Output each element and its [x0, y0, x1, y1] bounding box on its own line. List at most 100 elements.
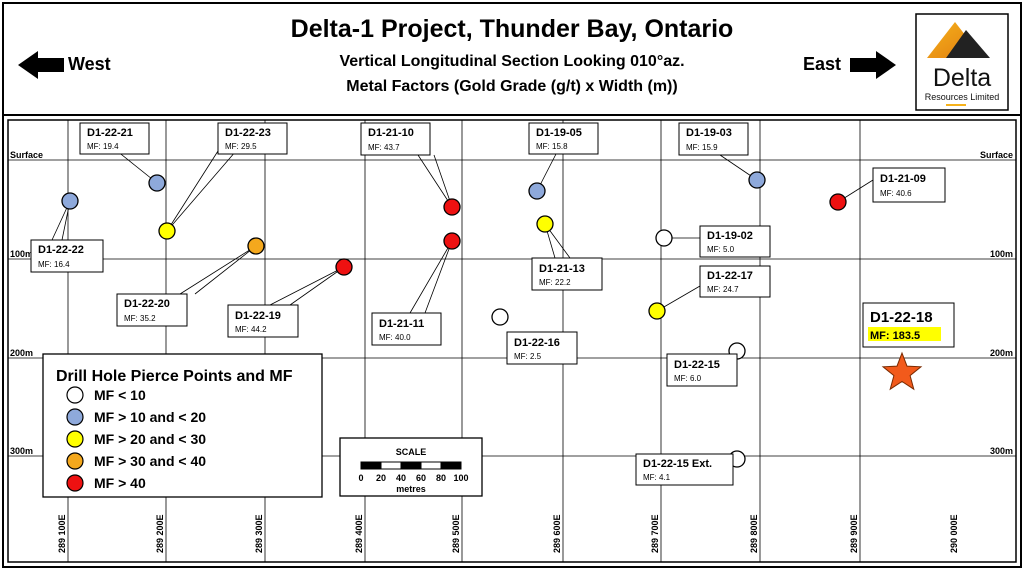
header: Delta-1 Project, Thunder Bay, Ontario Ve… — [18, 13, 1009, 111]
callout-id: D1-22-15 Ext. — [643, 458, 712, 470]
pierce-point-d1-22-23 — [158, 222, 176, 240]
pierce-point-d1-22-21 — [148, 174, 166, 192]
subtitle-metal-factors: Metal Factors (Gold Grade (g/t) x Width … — [346, 78, 677, 95]
scale-tick-label: 0 — [358, 473, 363, 483]
callout-mf: MF: 15.9 — [686, 143, 718, 152]
callout-mf: MF: 44.2 — [235, 325, 267, 334]
scale-title: SCALE — [396, 447, 427, 457]
callout-d1-22-19: D1-22-19 MF: 44.2 — [227, 304, 299, 338]
callout-id: D1-22-19 — [235, 310, 281, 322]
easting-label: 289 600E — [552, 514, 562, 553]
callout-d1-19-02: D1-19-02 MF: 5.0 — [699, 225, 771, 258]
easting-label: 289 800E — [749, 514, 759, 553]
section-frame — [7, 119, 1017, 563]
callout-id: D1-19-05 — [536, 127, 582, 139]
depth-100m-left: 100m — [10, 249, 33, 259]
logo-mountain-dark-icon — [946, 30, 990, 58]
west-label: West — [68, 54, 111, 74]
callout-id: D1-22-21 — [87, 127, 133, 139]
callout-mf: MF: 29.5 — [225, 142, 257, 151]
callout-id: D1-21-11 — [379, 318, 424, 330]
subtitle-section: Vertical Longitudinal Section Looking 01… — [339, 53, 684, 70]
easting-label: 289 100E — [57, 514, 67, 553]
leader-d1-22-23 — [166, 150, 237, 232]
scale-segments — [360, 461, 462, 470]
callout-id: D1-22-20 — [124, 298, 170, 310]
callout-d1-21-11: D1-21-11 MF: 40.0 — [371, 312, 442, 346]
easting-label: 289 200E — [155, 514, 165, 553]
mf-highlight — [868, 327, 941, 341]
callout-mf: MF: 43.7 — [368, 143, 400, 152]
legend-swatch-10-20 — [66, 408, 84, 426]
west-arrow-icon — [18, 51, 64, 79]
pierce-point-d1-19-05 — [528, 182, 546, 200]
legend-swatch-30-40 — [66, 452, 84, 470]
callout-d1-19-03: D1-19-03 MF: 15.9 — [678, 122, 749, 156]
callout-d1-22-16: D1-22-16 MF: 2.5 — [506, 331, 578, 365]
callout-mf: MF: 4.1 — [643, 473, 671, 482]
logo-underline — [946, 104, 966, 106]
logo-name: Delta — [933, 64, 991, 92]
easting-label: 289 300E — [254, 514, 264, 553]
legend-swatch-lt10 — [66, 386, 84, 404]
pierce-point-d1-19-03 — [748, 171, 766, 189]
page-title: Delta-1 Project, Thunder Bay, Ontario — [291, 15, 734, 43]
surface-label-right: Surface — [980, 150, 1013, 160]
logo-tagline: Resources Limited — [925, 92, 1000, 102]
callouts: D1-22-21 MF: 19.4 D1-22-23 MF: 29.5 D1-2… — [30, 122, 955, 486]
callout-mf: MF: 24.7 — [707, 285, 739, 294]
callout-mf: MF: 6.0 — [674, 374, 702, 383]
scale-segment — [420, 461, 442, 470]
callout-id: D1-19-03 — [686, 127, 732, 139]
pierce-point-d1-22-18-star-icon — [881, 351, 923, 391]
legend-item-lt10: MF < 10 — [94, 387, 146, 403]
callout-mf: MF: 40.6 — [880, 189, 912, 198]
callout-id: D1-21-13 — [539, 263, 585, 275]
scale-segment — [380, 461, 402, 470]
callout-mf: MF: 183.5 — [870, 330, 920, 342]
callout-id: D1-22-17 — [707, 270, 753, 282]
callout-id: D1-22-15 — [674, 359, 720, 371]
callout-mf: MF: 15.8 — [536, 142, 568, 151]
callout-id: D1-22-18 — [870, 309, 933, 326]
scale-tick-label: 40 — [396, 473, 406, 483]
callout-id: D1-22-23 — [225, 127, 271, 139]
easting-label: 289 700E — [650, 514, 660, 553]
legend-box — [42, 353, 323, 498]
callout-id: D1-21-09 — [880, 173, 926, 185]
pierce-point-d1-22-19 — [335, 258, 353, 276]
leader-d1-21-10 — [417, 154, 453, 208]
callout-d1-22-18: D1-22-18 MF: 183.5 — [862, 302, 955, 348]
callout-d1-22-20: D1-22-20 MF: 35.2 — [116, 293, 188, 327]
callout-mf: MF: 35.2 — [124, 314, 156, 323]
callout-d1-21-10: D1-21-10 MF: 43.7 — [360, 122, 431, 156]
callout-d1-22-22: D1-22-22 MF: 16.4 — [30, 239, 104, 273]
scale-tick-label: 60 — [416, 473, 426, 483]
pierce-point-d1-22-20 — [247, 237, 265, 255]
depth-200m-left: 200m — [10, 348, 33, 358]
pierce-point-d1-21-10 — [443, 198, 461, 216]
depth-300m-right: 300m — [990, 446, 1013, 456]
pierce-point-d1-22-16 — [491, 308, 509, 326]
callout-mf: MF: 22.2 — [539, 278, 571, 287]
pierce-points — [61, 171, 847, 468]
scale-unit: metres — [396, 484, 426, 494]
callout-d1-22-15: D1-22-15 MF: 6.0 — [666, 353, 738, 387]
callout-d1-22-17: D1-22-17 MF: 24.7 — [699, 265, 771, 298]
callout-mf: MF: 5.0 — [707, 245, 735, 254]
pierce-point-d1-21-13 — [536, 215, 554, 233]
pierce-point-d1-19-02 — [655, 229, 673, 247]
easting-label: 289 500E — [451, 514, 461, 553]
east-label: East — [803, 54, 841, 74]
callout-id: D1-19-02 — [707, 230, 753, 242]
pierce-point-d1-21-11 — [443, 232, 461, 250]
legend-swatch-gt40 — [66, 474, 84, 492]
scale-segment — [440, 461, 462, 470]
leader-d1-22-20 — [179, 245, 257, 295]
east-arrow-icon — [850, 51, 896, 79]
